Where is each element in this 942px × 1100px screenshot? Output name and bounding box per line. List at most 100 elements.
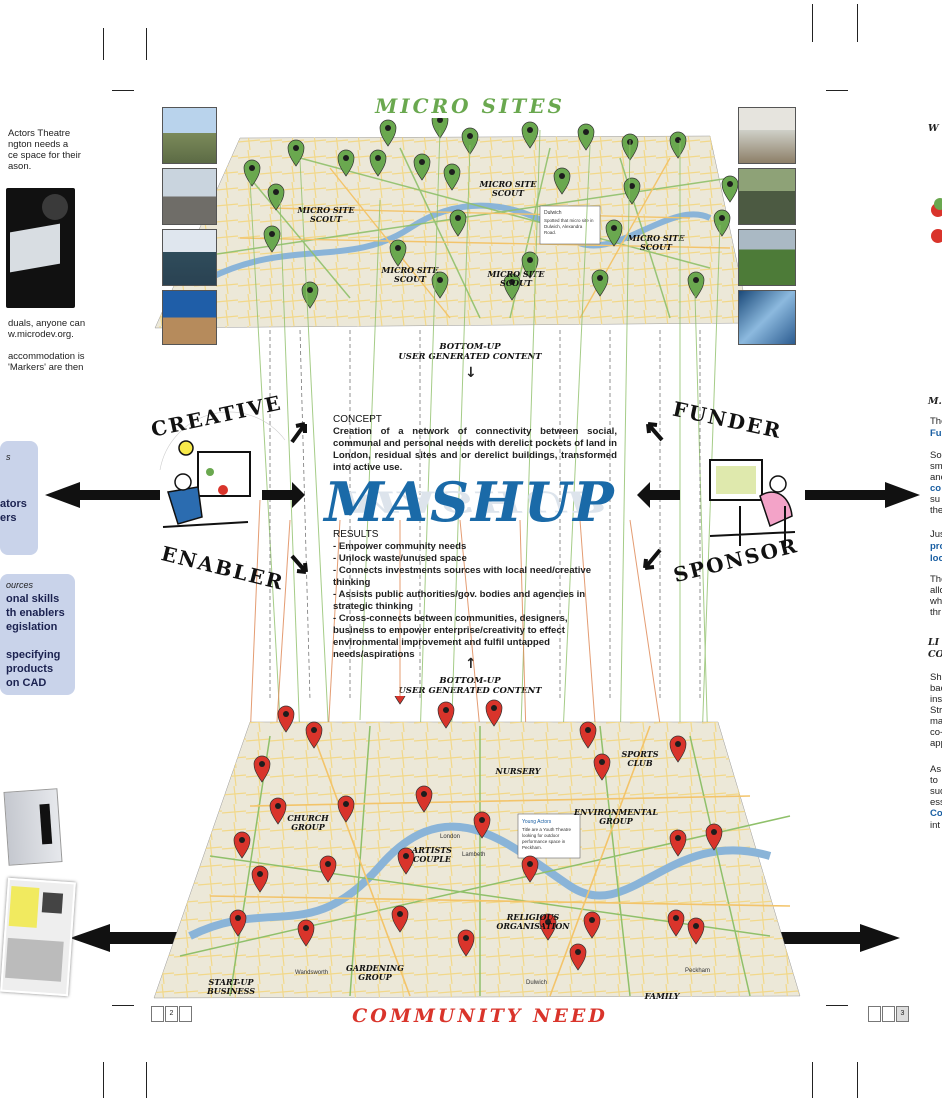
map-popup[interactable] <box>517 813 581 859</box>
green-map-marker[interactable] <box>243 159 261 187</box>
red-map-marker[interactable] <box>297 919 315 947</box>
left-panel-1-italic: s <box>6 452 11 462</box>
red-map-marker[interactable] <box>569 943 587 971</box>
green-map-marker-dot <box>597 275 603 281</box>
river-thames <box>208 202 712 281</box>
green-map-marker[interactable] <box>577 123 595 151</box>
green-map-marker-dot <box>269 231 275 237</box>
red-map-marker[interactable] <box>437 701 455 729</box>
red-map-marker-dot <box>575 949 581 955</box>
place-label: London <box>440 834 460 840</box>
green-map-marker[interactable] <box>713 209 731 237</box>
red-map-marker-dot <box>421 791 427 797</box>
red-map-marker[interactable] <box>251 865 269 893</box>
red-map-marker[interactable] <box>229 909 247 937</box>
green-map-marker[interactable] <box>431 271 449 299</box>
red-map-marker[interactable] <box>319 855 337 883</box>
red-map-marker[interactable] <box>705 823 723 851</box>
green-map-marker[interactable] <box>721 175 739 203</box>
red-map-marker-dot <box>589 917 595 923</box>
right-frag-as: As to suc ess <box>930 764 942 808</box>
red-map-marker[interactable] <box>593 753 611 781</box>
crop-mark <box>826 90 848 91</box>
green-map-marker-dot <box>527 257 533 263</box>
red-map-marker[interactable] <box>669 829 687 857</box>
right-frag-the: The <box>930 416 942 427</box>
left-panel-2-italic: ources <box>6 580 34 590</box>
green-map-marker[interactable] <box>449 209 467 237</box>
green-map-marker[interactable] <box>369 149 387 177</box>
green-map-marker[interactable] <box>591 269 609 297</box>
green-map-marker[interactable] <box>553 167 571 195</box>
red-map-marker[interactable] <box>415 785 433 813</box>
green-map-marker[interactable] <box>461 127 479 155</box>
red-map-marker[interactable] <box>687 917 705 945</box>
red-map-marker[interactable] <box>539 913 557 941</box>
right-frag-w: W <box>928 123 939 134</box>
community-need-map[interactable]: London Lambeth Wandsworth Dulwich Peckha… <box>150 696 810 1002</box>
svg-text:looking for outdoor: looking for outdoor <box>522 833 560 838</box>
green-map-marker-dot <box>527 127 533 133</box>
site-photo-7 <box>738 229 796 286</box>
right-frag-m: M. <box>928 396 942 407</box>
red-map-marker[interactable] <box>667 909 685 937</box>
arrow-down-icon: ↓ <box>465 365 477 381</box>
green-map-marker[interactable] <box>389 239 407 267</box>
red-map-marker[interactable] <box>485 699 503 727</box>
site-photo-1 <box>162 107 217 164</box>
red-map-marker[interactable] <box>277 705 295 733</box>
red-map-marker[interactable] <box>457 929 475 957</box>
green-map-marker[interactable] <box>521 121 539 149</box>
right-frag-loc: loc <box>930 553 942 564</box>
red-map-marker[interactable] <box>392 696 408 705</box>
svg-text:Title are a Youth Theatre: Title are a Youth Theatre <box>522 827 572 832</box>
red-marker-group[interactable] <box>229 696 723 971</box>
red-map-marker[interactable] <box>305 721 323 749</box>
red-map-marker[interactable] <box>233 831 251 859</box>
green-map-marker[interactable] <box>503 273 521 301</box>
green-map-marker[interactable] <box>443 163 461 191</box>
green-map-marker[interactable] <box>669 131 687 159</box>
scout-label-4: MICRO SITE SCOUT <box>381 265 439 284</box>
red-map-marker[interactable] <box>391 905 409 933</box>
bottom-up-label-top: BOTTOM-UP USER GENERATED CONTENT <box>398 342 542 362</box>
green-map-marker[interactable] <box>413 153 431 181</box>
green-map-marker[interactable] <box>337 149 355 177</box>
svg-text:Peckham.: Peckham. <box>522 845 542 850</box>
left-photo-2 <box>0 877 76 997</box>
red-map-marker-dot <box>343 801 349 807</box>
red-map-marker[interactable] <box>521 855 539 883</box>
micro-sites-map[interactable]: Dulwich Spotted that micro site in Dulwi… <box>150 118 800 333</box>
red-map-marker-dot <box>675 835 681 841</box>
red-map-marker[interactable] <box>397 847 415 875</box>
green-map-marker[interactable] <box>379 119 397 147</box>
green-map-marker[interactable] <box>263 225 281 253</box>
group-label-religious: RELIGIOUS ORGANISATION <box>496 912 570 931</box>
green-map-marker[interactable] <box>521 251 539 279</box>
page-box <box>151 1006 164 1022</box>
green-marker-group[interactable] <box>243 118 739 309</box>
group-label-church: CHURCH GROUP <box>287 813 329 832</box>
map-popup[interactable] <box>539 205 601 245</box>
red-map-marker[interactable] <box>473 811 491 839</box>
red-map-marker[interactable] <box>583 911 601 939</box>
green-map-marker[interactable] <box>623 177 641 205</box>
green-map-marker-dot <box>611 225 617 231</box>
red-map-marker[interactable] <box>253 755 271 783</box>
red-map-marker-dot <box>585 727 591 733</box>
green-map-marker[interactable] <box>687 271 705 299</box>
red-map-marker[interactable] <box>269 797 287 825</box>
concept-text: Creation of a network of connectivity be… <box>333 426 617 473</box>
red-map-marker[interactable] <box>669 735 687 763</box>
green-map-marker[interactable] <box>605 219 623 247</box>
green-map-marker[interactable] <box>287 139 305 167</box>
green-map-marker-dot <box>343 155 349 161</box>
red-map-marker[interactable] <box>337 795 355 823</box>
red-map-marker-dot <box>491 705 497 711</box>
place-label: Wandsworth <box>295 970 328 976</box>
result-item: Connects investments sources with local … <box>333 565 599 589</box>
green-map-marker[interactable] <box>431 118 449 139</box>
red-map-marker[interactable] <box>579 721 597 749</box>
red-map-marker-dot <box>675 741 681 747</box>
mashup-title: MASHUP <box>324 470 616 534</box>
